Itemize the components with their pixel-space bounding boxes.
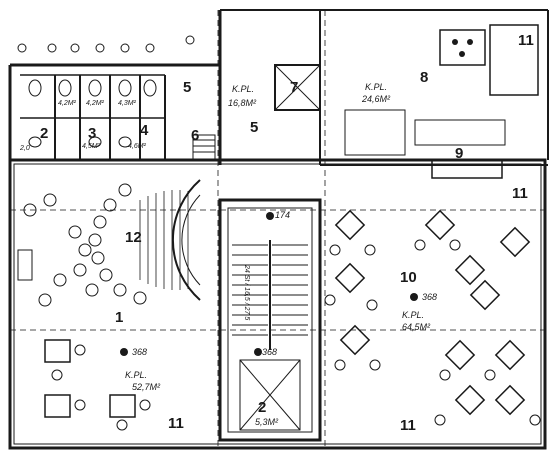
room-2: 2 — [40, 125, 48, 142]
right-seating — [324, 209, 541, 426]
floor-label-1: K.PL. — [125, 370, 147, 380]
room-3: 3 — [88, 125, 96, 142]
room-2-stair: 2 — [258, 399, 266, 416]
toilet-block — [17, 35, 195, 160]
room-1: 1 — [115, 309, 123, 326]
stair-note: 24 St / 16,5 / 27,5 — [243, 264, 250, 320]
area-labels: 4,2M² 4,2M² 4,3M² 4,5M² 4,6M² 2,0 K.PL. … — [19, 82, 437, 427]
stairwell — [218, 198, 322, 442]
area-wc-3: 4,3M² — [118, 100, 137, 107]
level-10: 368 — [422, 292, 437, 302]
room-12: 12 — [125, 229, 142, 246]
room-9: 9 — [455, 145, 463, 162]
room-5-b: 5 — [250, 119, 258, 136]
area-stair: 5,3M² — [255, 417, 279, 427]
floor-label-10: K.PL. — [402, 310, 424, 320]
area-room-1: 52,7M² — [132, 382, 161, 392]
room-numbers: 1 2 3 4 5 5 6 7 8 9 10 11 11 11 11 12 2 — [40, 32, 534, 434]
area-bath: 2,0 — [19, 145, 30, 152]
area-wc-4: 4,5M² — [82, 143, 101, 150]
area-room-5: 16,8M² — [228, 98, 257, 108]
room-4: 4 — [140, 122, 149, 139]
area-room-10: 64,5M² — [402, 322, 431, 332]
level-1: 368 — [132, 347, 147, 357]
room-7: 7 — [290, 79, 298, 96]
level-markers — [120, 212, 418, 356]
left-seating — [17, 193, 151, 431]
room-8: 8 — [420, 69, 428, 86]
level-stair-top: 174 — [275, 210, 290, 220]
area-wc-5: 4,6M² — [128, 143, 147, 150]
level-stair: 368 — [262, 347, 277, 357]
area-room-8: 24,6M² — [361, 94, 391, 104]
room-5-a: 5 — [183, 79, 191, 96]
room-11-a: 11 — [518, 32, 534, 49]
room-11-c: 11 — [168, 415, 184, 432]
upper-rooms — [192, 24, 548, 179]
room-10: 10 — [400, 269, 417, 286]
area-wc-1: 4,2M² — [58, 100, 77, 107]
outer-walls — [8, 9, 549, 450]
room-11-b: 11 — [512, 185, 528, 202]
curved-bar — [88, 179, 201, 305]
room-6: 6 — [191, 127, 199, 144]
area-wc-2: 4,2M² — [86, 100, 105, 107]
grid-lines — [10, 10, 545, 450]
room-11-d: 11 — [400, 417, 416, 434]
floor-label-5: K.PL. — [232, 84, 254, 94]
floor-label-8: K.PL. — [365, 82, 387, 92]
